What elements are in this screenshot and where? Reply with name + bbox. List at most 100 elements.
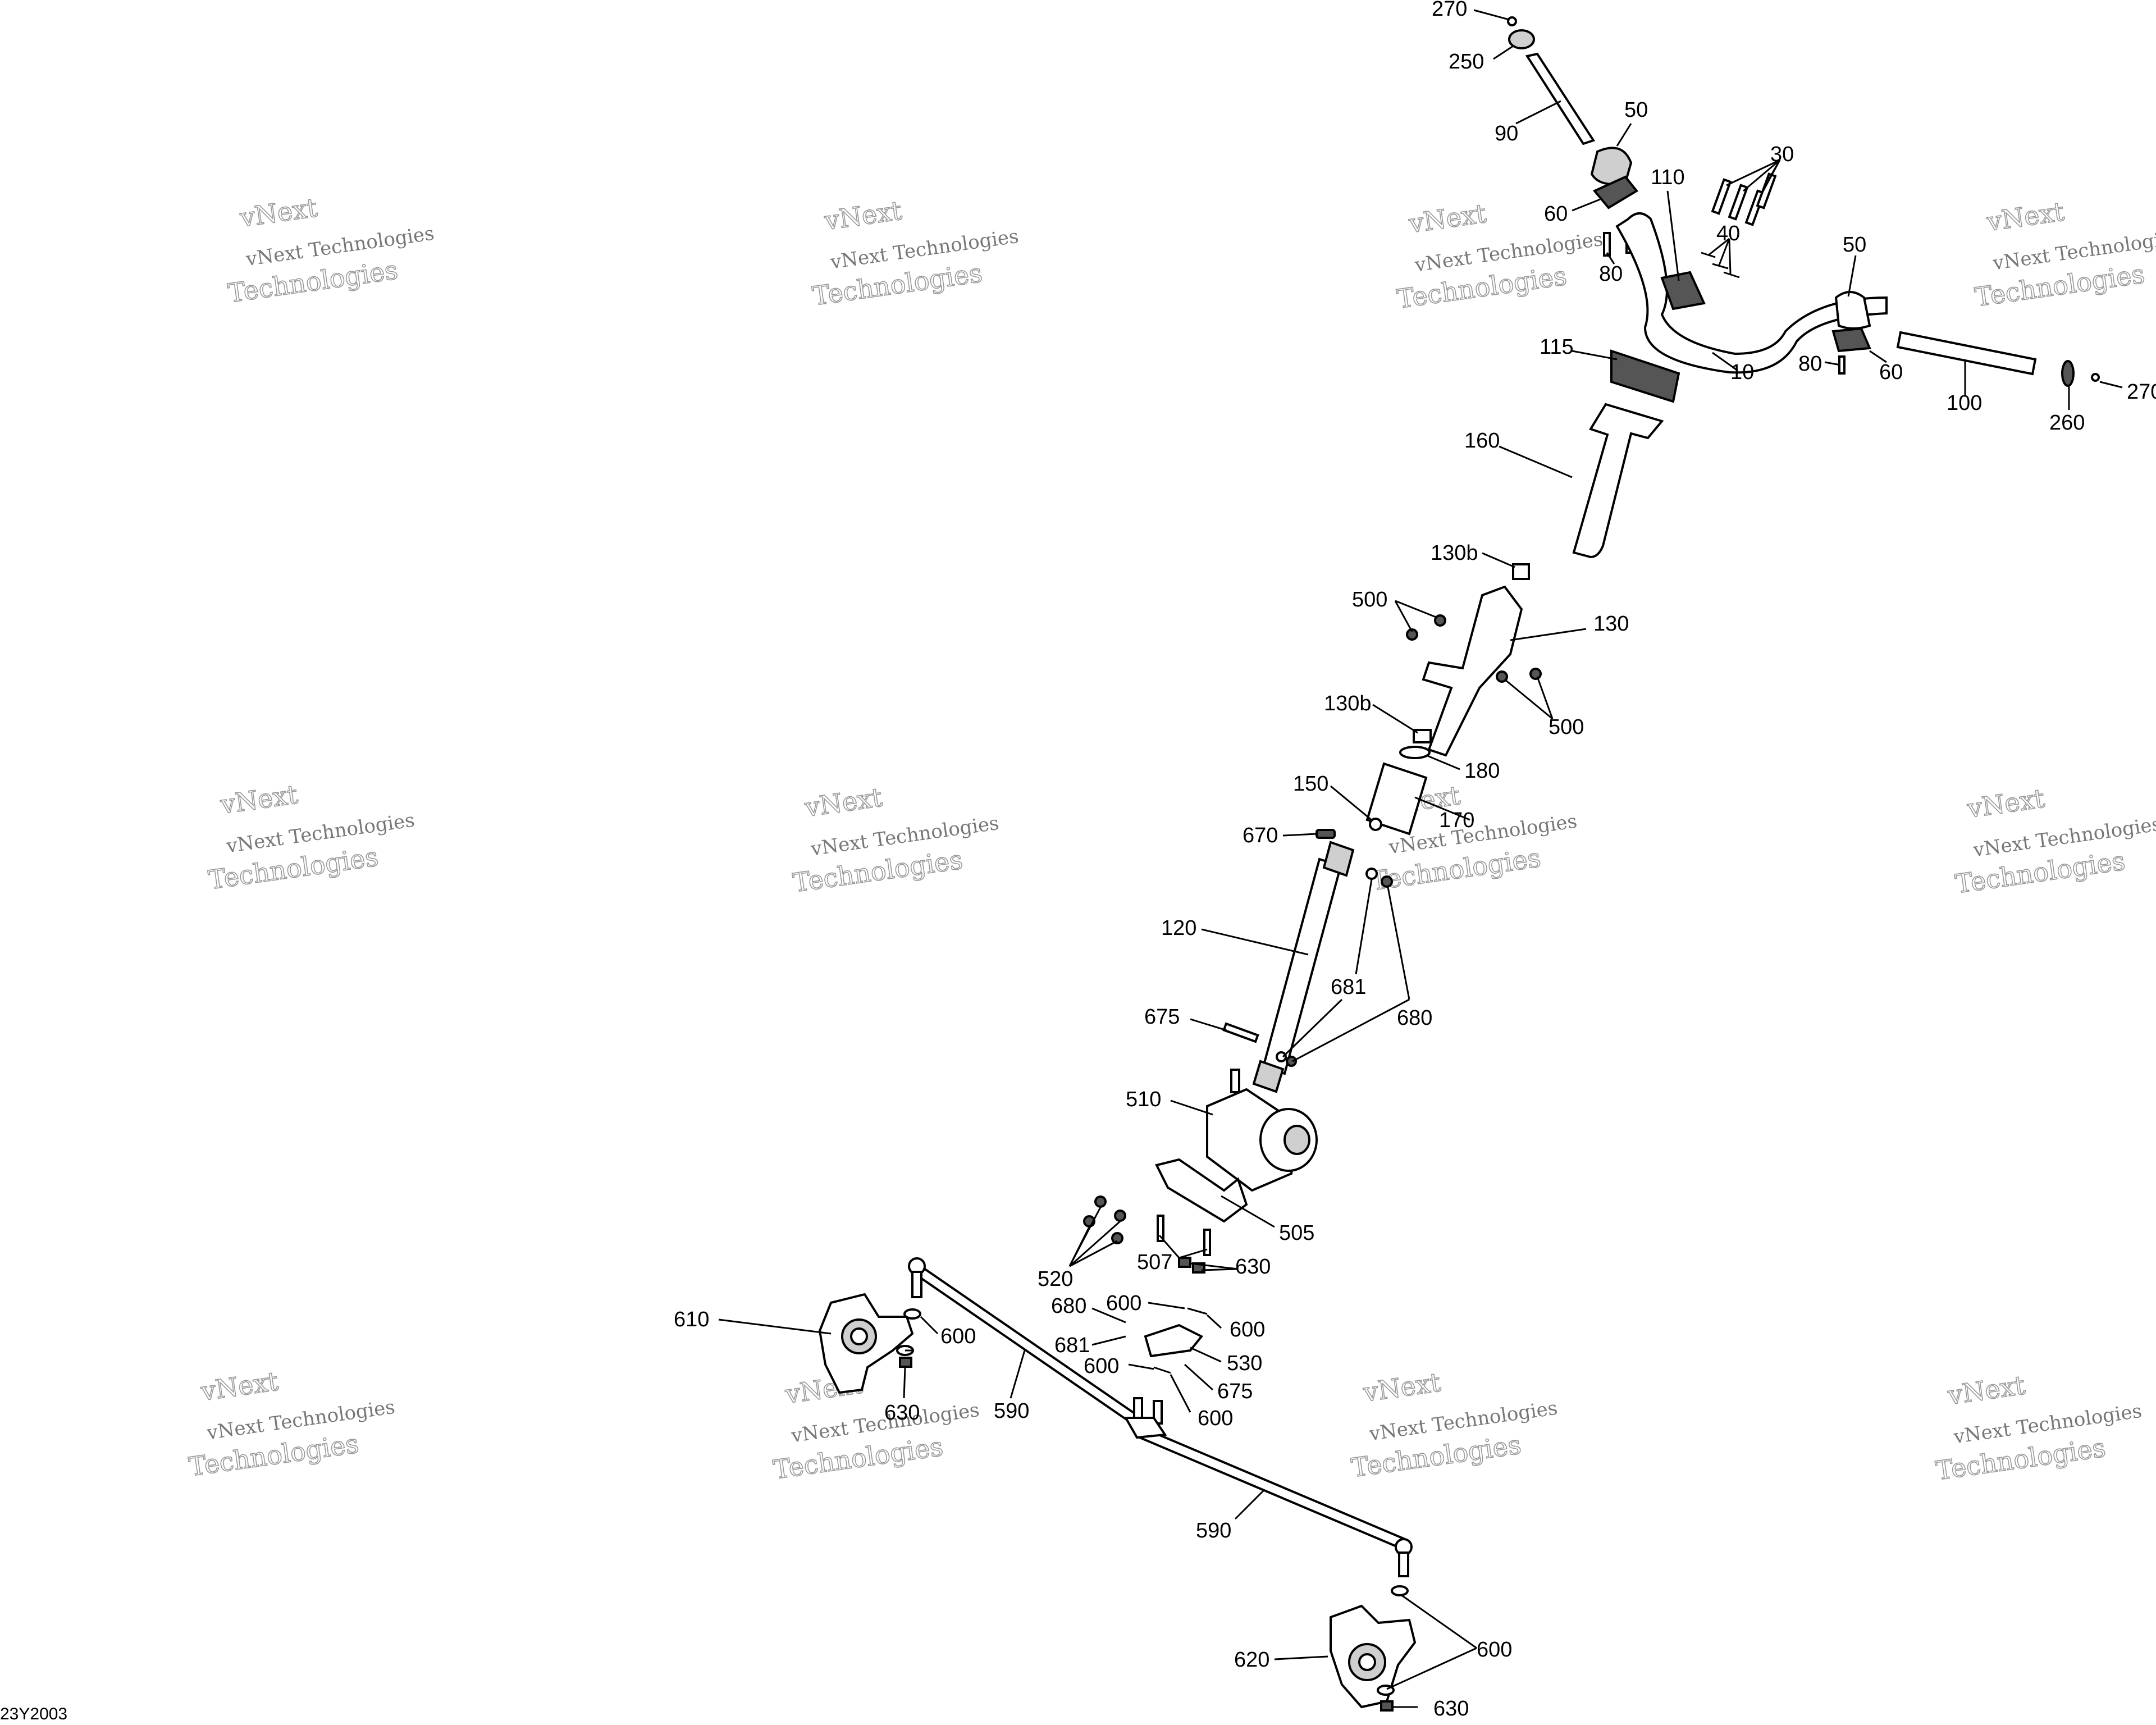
part-50-right-grip bbox=[1834, 291, 1871, 330]
diagram-code: 23Y2003 bbox=[0, 1705, 67, 1723]
callout-270: 270 bbox=[2127, 380, 2156, 404]
watermark-small: vNext bbox=[1406, 198, 1488, 239]
part-60-right-clamp bbox=[1831, 327, 1871, 353]
part-50-grip bbox=[1590, 147, 1633, 185]
part-590-stud-right bbox=[1398, 1551, 1409, 1577]
watermark-small: vNext bbox=[199, 1366, 281, 1407]
watermark: vNext vNext Technologies Technologies bbox=[810, 195, 1020, 312]
callout-270: 270 bbox=[1432, 0, 1467, 21]
callout-630: 630 bbox=[884, 1401, 920, 1425]
part-590-tierod-right bbox=[1139, 1427, 1405, 1549]
part-507-bolt bbox=[1157, 1215, 1164, 1242]
part-630-nut bbox=[899, 1357, 912, 1368]
watermark-small: vNext bbox=[1361, 1367, 1443, 1408]
part-681-washer bbox=[1276, 1051, 1287, 1062]
part-115-cover bbox=[1610, 349, 1680, 403]
callout-600: 600 bbox=[1106, 1292, 1141, 1315]
watermark-small: vNext bbox=[218, 779, 300, 820]
part-630-nut bbox=[1380, 1700, 1394, 1712]
part-681-washer bbox=[1365, 868, 1378, 880]
callout-670: 670 bbox=[1243, 824, 1278, 847]
callout-600: 600 bbox=[1230, 1318, 1265, 1341]
part-530-arm bbox=[1144, 1324, 1204, 1358]
watermark-small: vNext bbox=[1965, 783, 2047, 824]
watermark: vNext vNext Technologies Technologies bbox=[206, 778, 416, 896]
callout-130b: 130b bbox=[1431, 541, 1478, 565]
callout-681: 681 bbox=[1054, 1334, 1090, 1357]
callout-520: 520 bbox=[1038, 1267, 1073, 1291]
callout-60: 60 bbox=[1879, 360, 1903, 384]
part-40-pins bbox=[1701, 252, 1740, 279]
part-110-pad bbox=[1660, 271, 1706, 311]
part-620-knuckle bbox=[1330, 1604, 1417, 1709]
part-270-right-cap bbox=[2091, 373, 2100, 382]
callout-507: 507 bbox=[1137, 1251, 1172, 1274]
callout-590: 590 bbox=[1196, 1519, 1231, 1543]
watermark: vNext vNext Technologies Technologies bbox=[1349, 1366, 1559, 1484]
part-250-knob bbox=[1508, 29, 1535, 49]
watermark-small: vNext bbox=[1945, 1370, 2027, 1411]
part-100-tube bbox=[1896, 331, 2037, 376]
callout-600: 600 bbox=[1084, 1354, 1119, 1378]
callout-600: 600 bbox=[1198, 1407, 1233, 1430]
callout-630: 630 bbox=[1433, 1697, 1469, 1721]
part-675-bolt bbox=[1222, 1022, 1259, 1043]
callout-110: 110 bbox=[1651, 166, 1685, 189]
part-90-rod bbox=[1525, 52, 1596, 145]
part-130b-top bbox=[1512, 563, 1530, 580]
part-610-knuckle bbox=[818, 1293, 914, 1394]
callout-681: 681 bbox=[1331, 975, 1366, 999]
callout-510: 510 bbox=[1126, 1088, 1161, 1111]
part-180-ring bbox=[1399, 746, 1431, 759]
part-670-bolt bbox=[1315, 829, 1336, 839]
part-600-washer bbox=[1391, 1585, 1409, 1596]
part-630-nut bbox=[1178, 1257, 1191, 1268]
callout-250: 250 bbox=[1449, 50, 1484, 74]
watermark-small: vNext bbox=[237, 192, 319, 233]
part-10-handlebar bbox=[1615, 212, 1888, 374]
callout-80: 80 bbox=[1599, 262, 1623, 286]
part-130-bracket bbox=[1422, 585, 1523, 757]
part-270-cap bbox=[1507, 16, 1517, 26]
callout-100: 100 bbox=[1947, 391, 1982, 415]
callout-50: 50 bbox=[1624, 98, 1648, 122]
watermark: vNext vNext Technologies Technologies bbox=[1395, 198, 1605, 315]
watermark: vNext vNext Technologies Technologies bbox=[1934, 1370, 2144, 1487]
watermark: vNext vNext Technologies Technologies bbox=[226, 191, 436, 309]
watermark-small: vNext bbox=[1985, 196, 2067, 237]
callouts: 270 250 90 50 30 110 60 40 80 50 115 10 … bbox=[674, 0, 2156, 1721]
part-120-bottom-yoke bbox=[1252, 1060, 1285, 1093]
callout-680: 680 bbox=[1397, 1006, 1432, 1030]
part-120-top-yoke bbox=[1322, 841, 1355, 877]
callout-500: 500 bbox=[1352, 588, 1387, 611]
watermark: vNext vNext Technologies Technologies bbox=[791, 782, 1001, 899]
callout-500: 500 bbox=[1549, 715, 1584, 739]
callout-170: 170 bbox=[1439, 809, 1474, 832]
part-150-clip bbox=[1369, 818, 1382, 831]
part-170-boot bbox=[1365, 762, 1428, 836]
part-590-center bbox=[1123, 1397, 1167, 1439]
part-600-washer bbox=[903, 1308, 921, 1320]
part-30-pins bbox=[1711, 172, 1777, 226]
part-260-end bbox=[2061, 360, 2075, 387]
callout-630: 630 bbox=[1235, 1255, 1271, 1279]
part-507-bolt bbox=[1203, 1229, 1211, 1256]
part-600-pins bbox=[1153, 1307, 1208, 1374]
callout-180: 180 bbox=[1464, 759, 1500, 783]
callout-680: 680 bbox=[1051, 1294, 1086, 1318]
part-510-ps-unit bbox=[1206, 1069, 1318, 1192]
callout-115: 115 bbox=[1540, 335, 1574, 359]
callout-675: 675 bbox=[1217, 1380, 1253, 1403]
callout-620: 620 bbox=[1234, 1648, 1269, 1672]
part-160-column bbox=[1572, 403, 1664, 559]
watermark-small: vNext bbox=[822, 195, 904, 236]
callout-130: 130 bbox=[1593, 612, 1629, 636]
callout-530: 530 bbox=[1227, 1352, 1262, 1375]
callout-90: 90 bbox=[1495, 122, 1518, 145]
callout-610: 610 bbox=[674, 1308, 709, 1331]
part-590-stud-left bbox=[911, 1271, 922, 1298]
part-60-clamp bbox=[1592, 175, 1638, 209]
leader-lines bbox=[718, 9, 2123, 1708]
callout-590: 590 bbox=[994, 1399, 1029, 1423]
